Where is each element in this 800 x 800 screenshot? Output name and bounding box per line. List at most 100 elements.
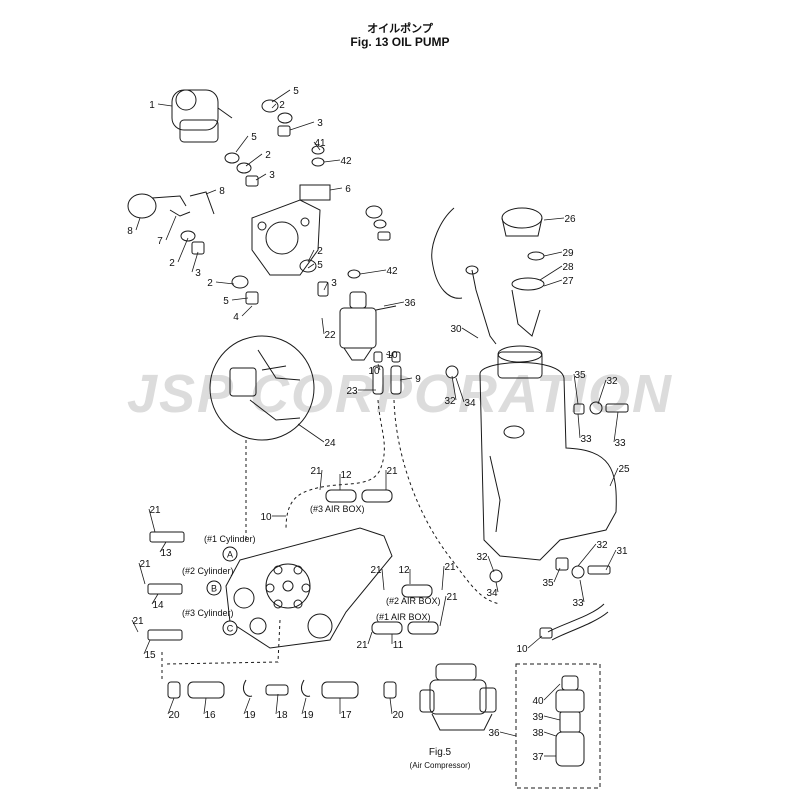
oil-tank	[479, 345, 617, 561]
callout-number: 41	[314, 138, 326, 149]
callout-number: 21	[310, 466, 322, 477]
hose-clamp-band	[127, 191, 215, 219]
callout-number: 21	[139, 559, 151, 570]
callout-number: 34	[464, 398, 476, 409]
label-cyl3: (#3 Cylinder)	[182, 608, 234, 618]
figure-title: Fig. 13 OIL PUMP	[350, 35, 450, 49]
callout-number: 21	[356, 640, 368, 651]
callout-number: 28	[562, 262, 574, 273]
callout-number: 10	[260, 512, 272, 523]
callout-number: 17	[340, 710, 352, 721]
marker-letter: C	[227, 624, 234, 634]
label-airbox3: (#3 AIR BOX)	[310, 504, 365, 514]
callout-number: 40	[532, 696, 544, 707]
callout-number: 5	[223, 296, 229, 307]
callout-number: 21	[446, 592, 458, 603]
marker-circle	[222, 546, 238, 562]
callout-number: 15	[144, 650, 156, 661]
filter-kit-box	[515, 663, 601, 789]
marker-circle	[222, 620, 238, 636]
marker-letter: A	[227, 550, 233, 560]
oil-distributor-manifold	[225, 527, 393, 649]
callout-number: 9	[415, 374, 421, 385]
callout-number: 10	[516, 644, 528, 655]
callout-number: 35	[542, 578, 554, 589]
callout-number: 2	[207, 278, 213, 289]
callout-number: 5	[293, 86, 299, 97]
callout-number: 33	[614, 438, 626, 449]
callout-number: 20	[168, 710, 180, 721]
callout-number: 39	[532, 712, 544, 723]
pump-bracket	[251, 184, 331, 276]
callout-number: 2	[279, 100, 285, 111]
callout-number: 3	[317, 118, 323, 129]
label-fig-ref_sub: (Air Compressor)	[410, 761, 471, 770]
callout-number: 3	[331, 278, 337, 289]
callout-number: 13	[160, 548, 172, 559]
tank-cap	[501, 207, 543, 237]
figure-title-japanese: オイルポンプ	[367, 22, 433, 35]
callout-number: 25	[618, 464, 630, 475]
callout-number: 21	[370, 565, 382, 576]
callout-number: 24	[324, 438, 336, 449]
callout-number: 12	[340, 470, 352, 481]
callout-number: 33	[572, 598, 584, 609]
callout-number: 8	[219, 186, 225, 197]
callout-number: 36	[404, 298, 416, 309]
marker-letter: B	[211, 584, 217, 594]
filter-assembly	[555, 675, 585, 767]
callout-number: 32	[606, 376, 618, 387]
callout-number: 19	[244, 710, 256, 721]
callout-number: 19	[302, 710, 314, 721]
callout-number: 10	[386, 350, 398, 361]
detail-view-circle	[209, 335, 315, 441]
callout-number: 21	[444, 562, 456, 573]
callout-number: 2	[317, 246, 323, 257]
callout-number: 21	[386, 466, 398, 477]
callout-number: 32	[596, 540, 608, 551]
callout-number: 32	[476, 552, 488, 563]
callout-number: 42	[386, 266, 398, 277]
callout-number: 30	[450, 324, 462, 335]
callout-number: 22	[324, 330, 336, 341]
callout-number: 36	[488, 728, 500, 739]
callout-number: 5	[317, 260, 323, 271]
callout-number: 7	[157, 236, 163, 247]
label-cyl1: (#1 Cylinder)	[204, 534, 256, 544]
callout-number: 4	[233, 312, 239, 323]
callout-number: 1	[149, 100, 155, 111]
callout-number: 34	[486, 588, 498, 599]
grommets	[180, 99, 391, 305]
callout-number: 5	[251, 132, 257, 143]
oil-pump-unit	[171, 89, 233, 143]
callout-number: 31	[616, 546, 628, 557]
marker-circle	[206, 580, 222, 596]
callout-number: 21	[132, 616, 144, 627]
callout-number: 8	[127, 226, 133, 237]
label-fig-ref: Fig.5	[429, 747, 452, 758]
callout-number: 3	[195, 268, 201, 279]
callout-number: 2	[169, 258, 175, 269]
label-cyl2: (#2 Cylinder)	[182, 566, 234, 576]
callout-number: 14	[152, 600, 164, 611]
callout-number: 21	[149, 505, 161, 516]
label-airbox1: (#1 AIR BOX)	[376, 612, 431, 622]
label-airbox2: (#2 AIR BOX)	[386, 596, 441, 606]
callout-number: 3	[269, 170, 275, 181]
callout-number: 11	[393, 640, 404, 651]
callout-number: 16	[204, 710, 216, 721]
callout-number: 38	[532, 728, 544, 739]
callout-number: 20	[392, 710, 404, 721]
callout-number: 42	[340, 156, 352, 167]
callout-number: 27	[562, 276, 574, 287]
callout-number: 26	[564, 214, 576, 225]
air-compressor	[419, 663, 497, 731]
callout-number: 10	[368, 366, 380, 377]
callout-number: 32	[444, 396, 456, 407]
callout-number: 35	[574, 370, 586, 381]
callout-number: 29	[562, 248, 574, 259]
callout-number: 33	[580, 434, 592, 445]
